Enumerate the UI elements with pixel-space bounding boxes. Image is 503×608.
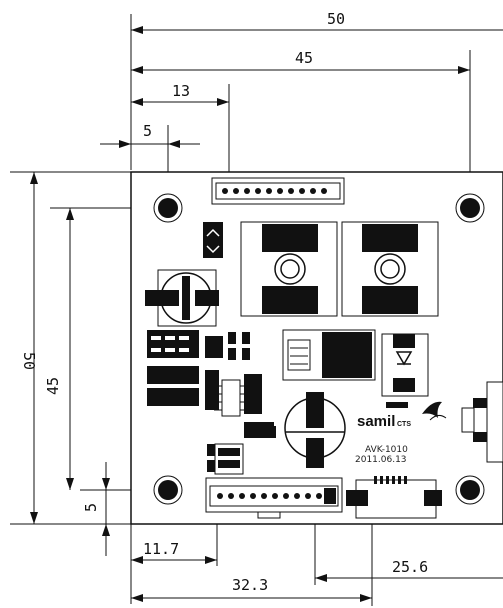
top-connector [211, 177, 345, 205]
dim-top-connector: 13 [172, 82, 190, 100]
dim-bottom-mid: 32.3 [232, 576, 268, 594]
ic-chip [214, 379, 248, 417]
brand-logo: samil CTS [357, 401, 447, 430]
side-switch [461, 381, 503, 463]
dim-bottom-left: 11.7 [143, 540, 179, 558]
brand-name: samil [357, 413, 395, 430]
small-parts [214, 426, 276, 475]
ic-small-top [203, 222, 223, 258]
dim-top-overall: 50 [327, 10, 345, 28]
bottom-connector [205, 477, 343, 519]
dim-left-overall: 50 [20, 352, 38, 370]
dimension-lines [30, 26, 503, 602]
dim-left-holes: 45 [44, 377, 62, 395]
dim-bottom-right: 25.6 [392, 558, 428, 576]
usb-connector [346, 476, 442, 519]
led-diode [381, 333, 429, 408]
mounting-holes [153, 193, 485, 505]
dim-left-offset: 5 [82, 503, 100, 512]
crystal-center [284, 392, 346, 468]
brand-suffix: CTS [397, 421, 411, 428]
pcb-board: samil CTS AVK-1010 2011.06.13 [130, 171, 503, 525]
board-model: AVK-1010 [365, 445, 408, 455]
switch-left [240, 221, 338, 317]
crystal-left [145, 269, 219, 327]
board-date: 2011.06.13 [355, 455, 407, 465]
dim-top-holes: 45 [295, 49, 313, 67]
regulator [282, 329, 376, 381]
dim-top-offset: 5 [143, 122, 152, 140]
switch-right [341, 221, 439, 317]
